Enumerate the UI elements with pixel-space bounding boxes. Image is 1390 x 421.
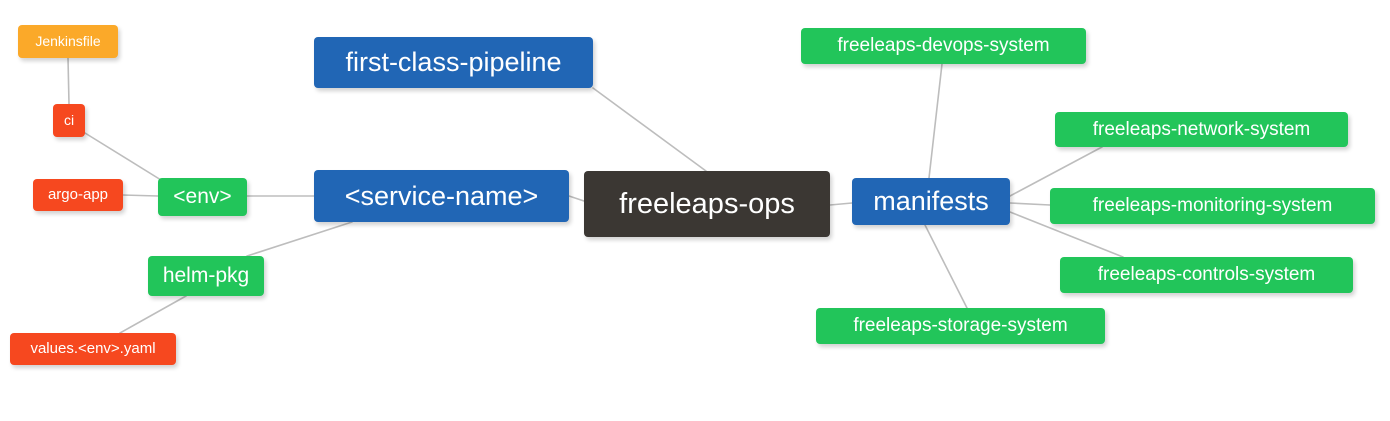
node-values-env-yaml[interactable]: values.<env>.yaml bbox=[10, 333, 176, 365]
edge-pipeline-root bbox=[592, 87, 707, 172]
node-freeleaps-controls-system[interactable]: freeleaps-controls-system bbox=[1060, 257, 1353, 293]
node-freeleaps-controls-system-label: freeleaps-controls-system bbox=[1097, 264, 1316, 286]
node-freeleaps-monitoring-system-label: freeleaps-monitoring-system bbox=[1092, 195, 1333, 217]
node-manifests[interactable]: manifests bbox=[852, 178, 1010, 225]
edge-jenkinsfile-ci bbox=[67, 57, 70, 105]
node-service-name-label: <service-name> bbox=[344, 180, 539, 211]
node-manifests-label: manifests bbox=[873, 186, 989, 217]
node-freeleaps-monitoring-system[interactable]: freeleaps-monitoring-system bbox=[1050, 188, 1375, 224]
node-argo-app-label: argo-app bbox=[47, 186, 109, 204]
node-values-env-yaml-label: values.<env>.yaml bbox=[30, 340, 156, 358]
edge-values-helm-pkg bbox=[119, 295, 187, 334]
node-jenkinsfile-label: Jenkinsfile bbox=[35, 33, 101, 50]
node-env-label: <env> bbox=[173, 184, 232, 208]
node-argo-app[interactable]: argo-app bbox=[33, 179, 123, 211]
node-env[interactable]: <env> bbox=[158, 178, 247, 216]
node-freeleaps-devops-system[interactable]: freeleaps-devops-system bbox=[801, 28, 1086, 64]
node-freeleaps-ops-root-label: freeleaps-ops bbox=[619, 187, 795, 220]
node-service-name[interactable]: <service-name> bbox=[314, 170, 569, 222]
edge-service-name-root bbox=[568, 195, 585, 202]
node-ci-label: ci bbox=[63, 112, 75, 129]
edge-manifests-devops bbox=[928, 63, 943, 179]
node-freeleaps-network-system-label: freeleaps-network-system bbox=[1092, 118, 1311, 140]
edge-helm-pkg-service-name bbox=[246, 221, 353, 257]
edge-manifests-monitoring bbox=[1009, 202, 1051, 206]
edge-argo-app-env bbox=[122, 194, 159, 197]
node-first-class-pipeline[interactable]: first-class-pipeline bbox=[314, 37, 593, 88]
edge-ci-env bbox=[84, 132, 162, 181]
node-first-class-pipeline-label: first-class-pipeline bbox=[345, 47, 562, 78]
node-helm-pkg[interactable]: helm-pkg bbox=[148, 256, 264, 296]
node-ci[interactable]: ci bbox=[53, 104, 85, 137]
node-jenkinsfile[interactable]: Jenkinsfile bbox=[18, 25, 118, 58]
node-helm-pkg-label: helm-pkg bbox=[162, 263, 250, 287]
node-freeleaps-devops-system-label: freeleaps-devops-system bbox=[837, 35, 1050, 57]
edge-root-manifests bbox=[829, 202, 853, 206]
edge-manifests-storage bbox=[924, 224, 968, 309]
node-freeleaps-storage-system[interactable]: freeleaps-storage-system bbox=[816, 308, 1105, 344]
node-freeleaps-network-system[interactable]: freeleaps-network-system bbox=[1055, 112, 1348, 147]
node-freeleaps-storage-system-label: freeleaps-storage-system bbox=[853, 315, 1068, 337]
node-freeleaps-ops-root[interactable]: freeleaps-ops bbox=[584, 171, 830, 237]
